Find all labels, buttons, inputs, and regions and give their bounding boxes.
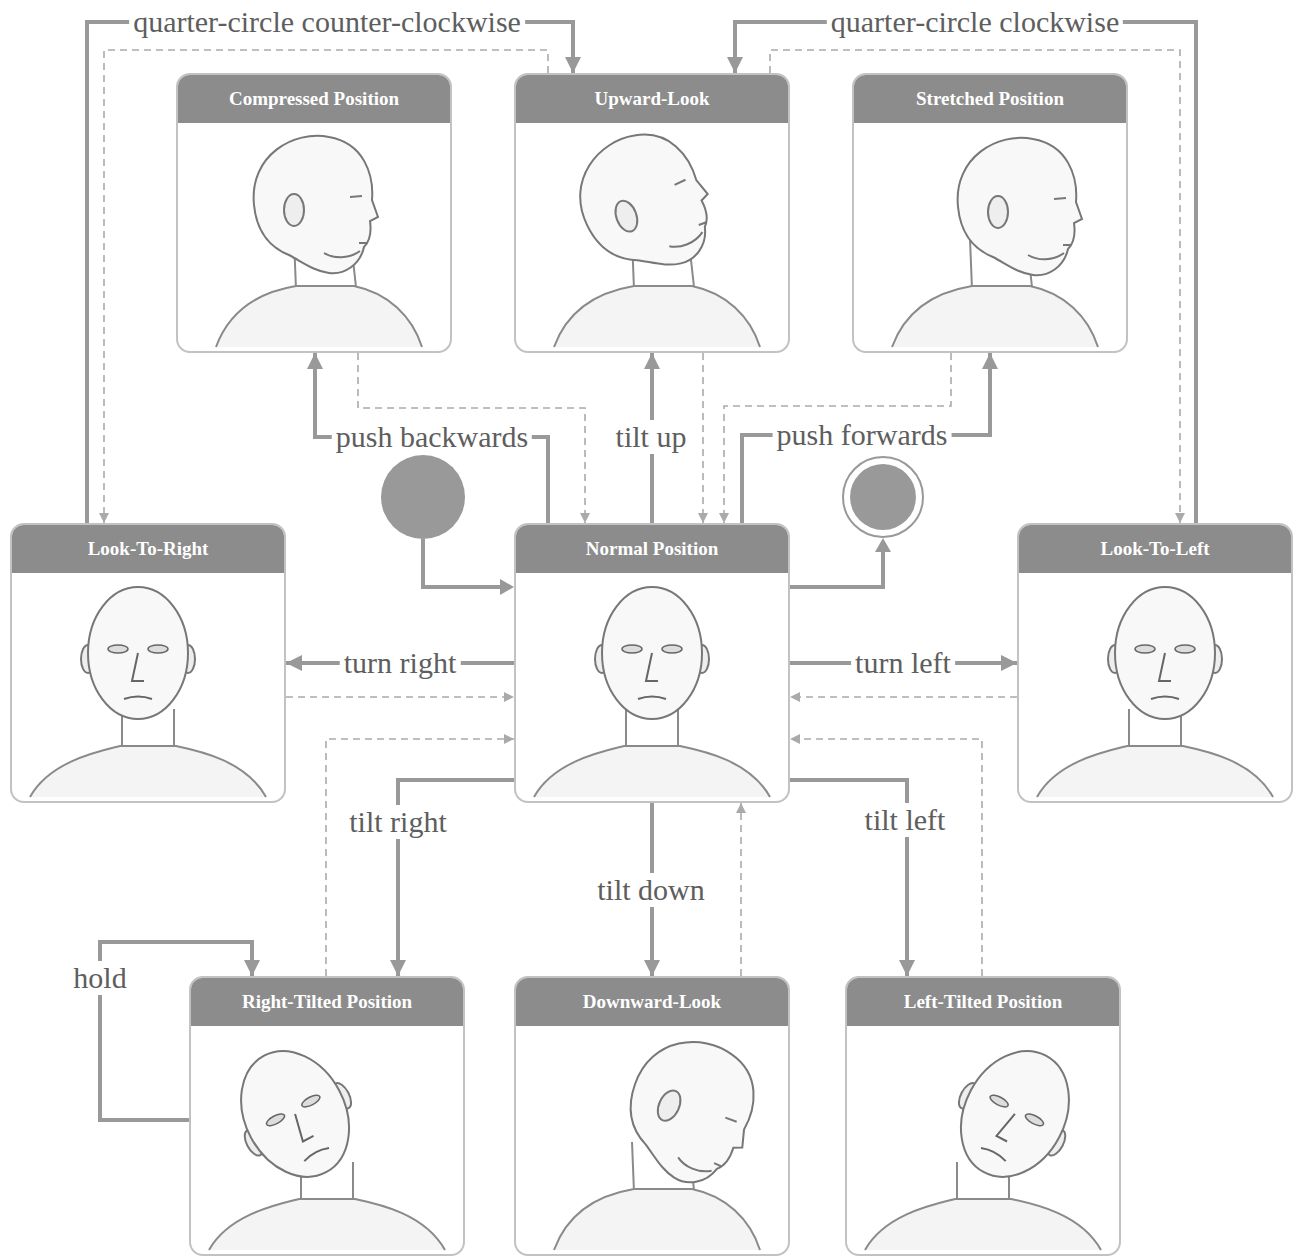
state-box: Right-Tilted Position (189, 976, 465, 1256)
transition-arrow (735, 22, 1196, 523)
return-arrow (790, 696, 1017, 698)
return-arrow (740, 803, 742, 976)
state-name: Look-To-Right (88, 538, 209, 560)
return-arrow (770, 50, 1180, 523)
transition-label: quarter-circle clockwise (827, 5, 1123, 39)
transition-arrow (650, 353, 654, 523)
state-box: Normal Position (514, 523, 790, 803)
state-name: Upward-Look (594, 88, 709, 110)
state-box: Upward-Look (514, 73, 790, 353)
transition-label: tilt right (345, 805, 451, 839)
state-header: Normal Position (516, 525, 788, 573)
state-name: Stretched Position (916, 88, 1064, 110)
transition-label: push backwards (332, 420, 532, 454)
transition-arrow (315, 353, 548, 523)
return-arrow (358, 353, 585, 523)
state-name: Downward-Look (583, 991, 721, 1013)
state-box: Compressed Position (176, 73, 452, 353)
transition-label: tilt left (861, 803, 950, 837)
return-arrow (286, 696, 514, 698)
initial-arrow (423, 539, 500, 587)
transition-arrow (286, 661, 514, 665)
final-state (843, 457, 923, 537)
state-name: Normal Position (586, 538, 718, 560)
transition-arrow (87, 22, 573, 523)
return-arrow (702, 353, 704, 523)
transition-label: hold (69, 961, 130, 995)
return-arrow (326, 739, 514, 976)
state-box: Look-To-Left (1017, 523, 1293, 803)
transition-arrow (742, 353, 990, 523)
state-name: Look-To-Left (1100, 538, 1209, 560)
initial-state (381, 455, 465, 539)
return-arrow (104, 50, 548, 523)
final-arrow (790, 552, 883, 587)
transition-label: quarter-circle counter-clockwise (129, 5, 525, 39)
return-arrow (790, 739, 982, 976)
transition-arrow (398, 780, 514, 976)
state-header: Look-To-Right (12, 525, 284, 573)
transition-arrow (790, 661, 1017, 665)
transition-arrow (100, 942, 252, 1120)
transition-arrow (650, 803, 654, 976)
state-box: Downward-Look (514, 976, 790, 1256)
state-header: Upward-Look (516, 75, 788, 123)
state-name: Right-Tilted Position (242, 991, 412, 1013)
state-header: Downward-Look (516, 978, 788, 1026)
state-box: Stretched Position (852, 73, 1128, 353)
state-name: Compressed Position (229, 88, 399, 110)
state-name: Left-Tilted Position (904, 991, 1063, 1013)
transition-arrow (790, 780, 907, 976)
state-header: Compressed Position (178, 75, 450, 123)
transition-label: push forwards (773, 418, 952, 452)
state-box: Left-Tilted Position (845, 976, 1121, 1256)
transition-label: turn right (340, 646, 461, 680)
state-box: Look-To-Right (10, 523, 286, 803)
state-header: Right-Tilted Position (191, 978, 463, 1026)
state-header: Left-Tilted Position (847, 978, 1119, 1026)
state-header: Stretched Position (854, 75, 1126, 123)
transition-label: turn left (851, 646, 955, 680)
transition-label: tilt up (612, 420, 691, 454)
transition-label: tilt down (593, 873, 709, 907)
state-header: Look-To-Left (1019, 525, 1291, 573)
return-arrow (724, 353, 951, 523)
